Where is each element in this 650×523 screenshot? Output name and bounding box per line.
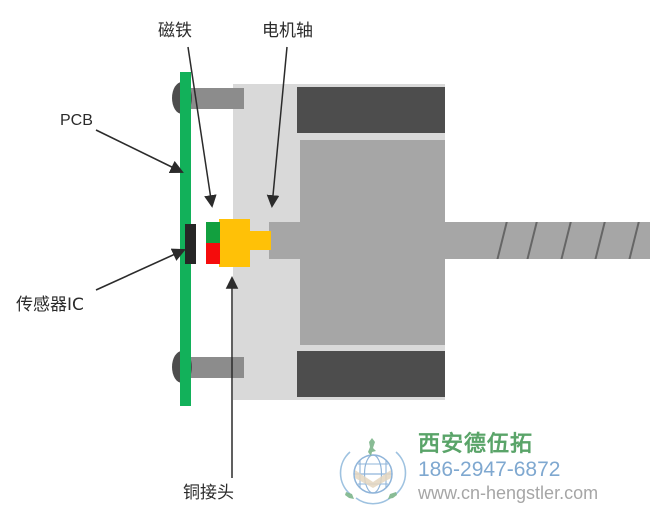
motor-output-shaft	[269, 222, 650, 259]
watermark-url: www.cn-hengstler.com	[418, 482, 599, 503]
label-motor-shaft: 电机轴	[262, 21, 313, 41]
magnet-pole-red	[206, 243, 220, 264]
watermark-phone: 186-2947-6872	[418, 457, 561, 481]
watermark: 西安德伍拓 186-2947-6872 www.cn-hengstler.com	[336, 432, 636, 514]
motor-stator-bottom	[297, 351, 445, 397]
sensor-ic-chip	[185, 224, 196, 264]
magnet-pole-green	[206, 222, 220, 243]
globe-logo	[339, 438, 407, 505]
mounting-screw-shaft-bottom	[188, 357, 244, 378]
watermark-company: 西安德伍拓	[418, 432, 534, 457]
copper-connector-body	[219, 219, 250, 267]
label-magnet: 磁铁	[158, 21, 192, 41]
copper-connector-tab	[245, 231, 271, 250]
label-pcb: PCB	[60, 112, 93, 129]
mounting-screw-shaft-top	[188, 88, 244, 109]
label-sensor-ic: 传感器IC	[16, 295, 84, 315]
motor-stator-top	[297, 87, 445, 133]
label-copper-connector: 铜接头	[183, 483, 234, 503]
